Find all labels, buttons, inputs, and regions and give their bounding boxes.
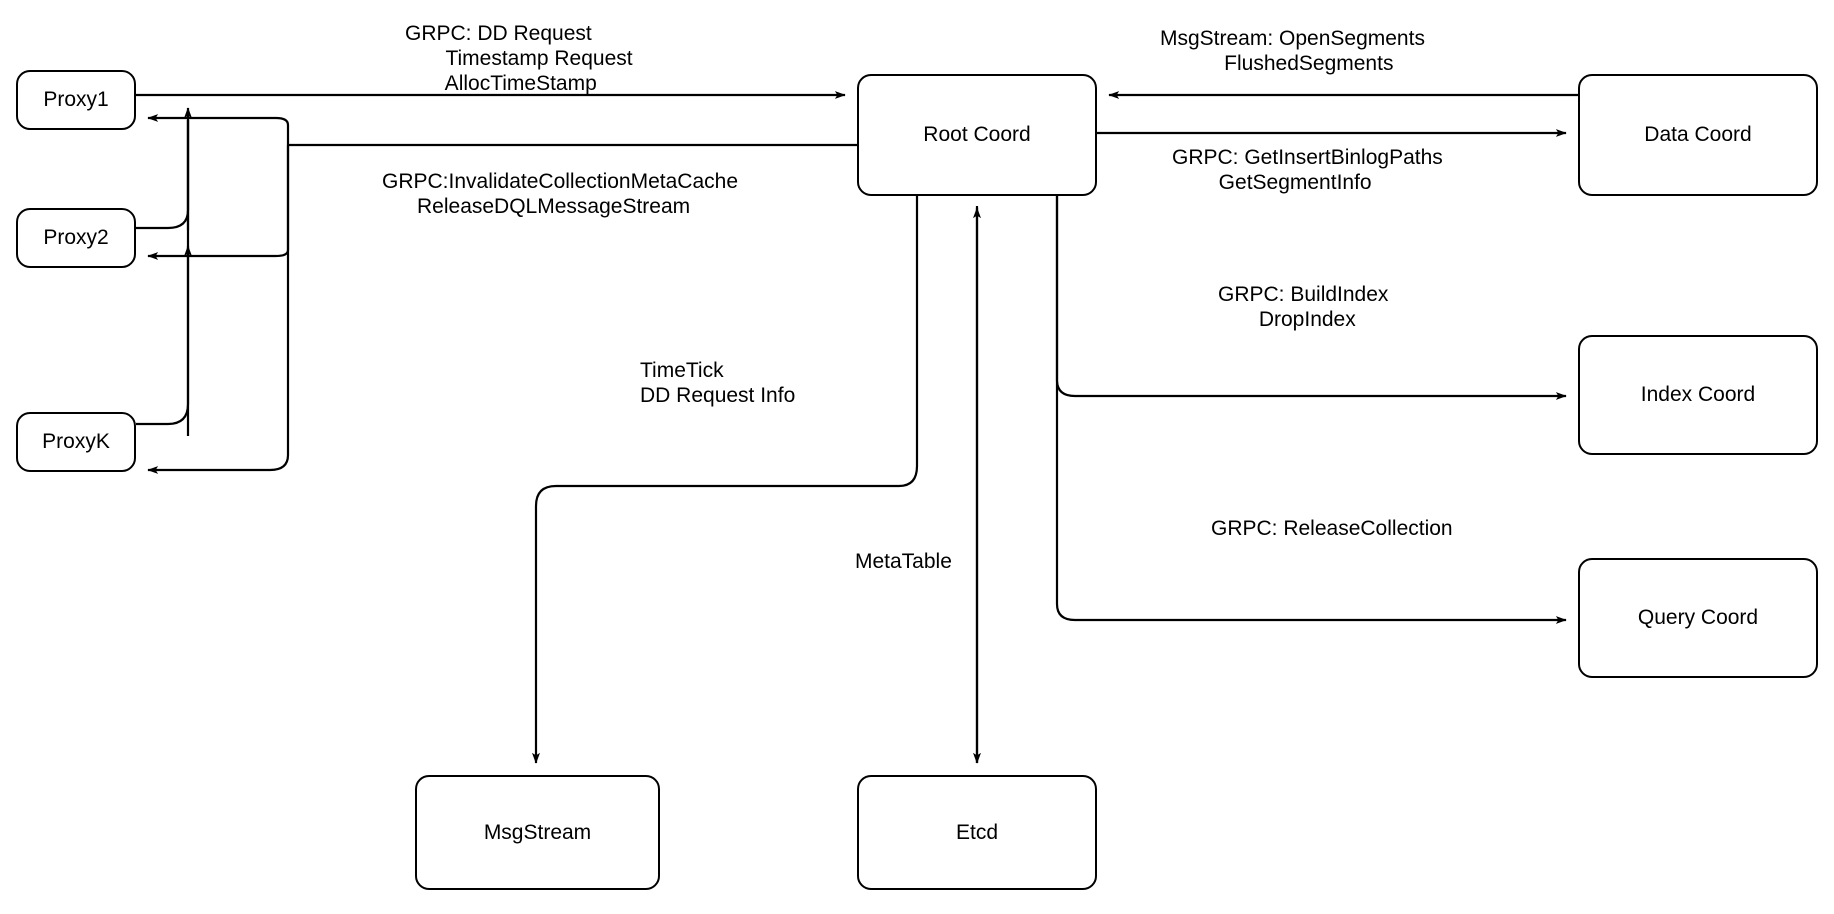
edge-label-datacoord-to-root: MsgStream: OpenSegments FlushedSegments — [1160, 27, 1425, 75]
node-query-coord[interactable]: Query Coord — [1578, 558, 1818, 678]
node-root-coord-label: Root Coord — [923, 123, 1031, 147]
node-etcd-label: Etcd — [955, 820, 999, 844]
node-proxyk-label: ProxyK — [42, 430, 110, 454]
edge-label-root-to-datacoord: GRPC: GetInsertBinlogPaths GetSegmentInf… — [1172, 146, 1443, 194]
node-query-coord-label: Query Coord — [1637, 606, 1759, 630]
node-data-coord-label: Data Coord — [1644, 123, 1752, 147]
edge-label-proxy-to-root: GRPC: DD Request Timestamp Request Alloc… — [405, 22, 633, 95]
node-proxy1[interactable]: Proxy1 — [16, 70, 136, 130]
wire-rootcoord-to-querycoord — [1055, 196, 1567, 624]
node-msgstream-label: MsgStream — [483, 820, 592, 844]
edge-label-root-etcd-metatable: MetaTable — [855, 550, 952, 573]
edge-label-root-to-indexcoord: GRPC: BuildIndex DropIndex — [1218, 283, 1389, 331]
wire-proxy2-to-trunk — [136, 120, 190, 230]
edge-label-root-to-proxy: GRPC:InvalidateCollectionMetaCache Relea… — [382, 170, 739, 218]
node-data-coord[interactable]: Data Coord — [1578, 74, 1818, 196]
node-msgstream[interactable]: MsgStream — [415, 775, 660, 890]
node-proxy1-label: Proxy1 — [43, 88, 109, 112]
wire-proxyk-to-trunk — [136, 120, 190, 426]
node-index-coord[interactable]: Index Coord — [1578, 335, 1818, 455]
node-index-coord-label: Index Coord — [1640, 383, 1756, 407]
node-root-coord[interactable]: Root Coord — [857, 74, 1097, 196]
node-proxy2-label: Proxy2 — [43, 226, 109, 250]
wire-rootcoord-to-msgstream — [532, 196, 919, 764]
wire-rootcoord-to-proxy2 — [147, 145, 290, 260]
node-proxy2[interactable]: Proxy2 — [16, 208, 136, 268]
edge-label-root-to-querycoord: GRPC: ReleaseCollection — [1211, 517, 1453, 540]
node-etcd[interactable]: Etcd — [857, 775, 1097, 890]
wire-rootcoord-to-proxy1 — [147, 114, 290, 145]
wire-rootcoord-to-proxyk — [147, 145, 290, 474]
edge-label-root-to-msgstream: TimeTick DD Request Info — [640, 359, 796, 407]
node-proxyk[interactable]: ProxyK — [16, 412, 136, 472]
